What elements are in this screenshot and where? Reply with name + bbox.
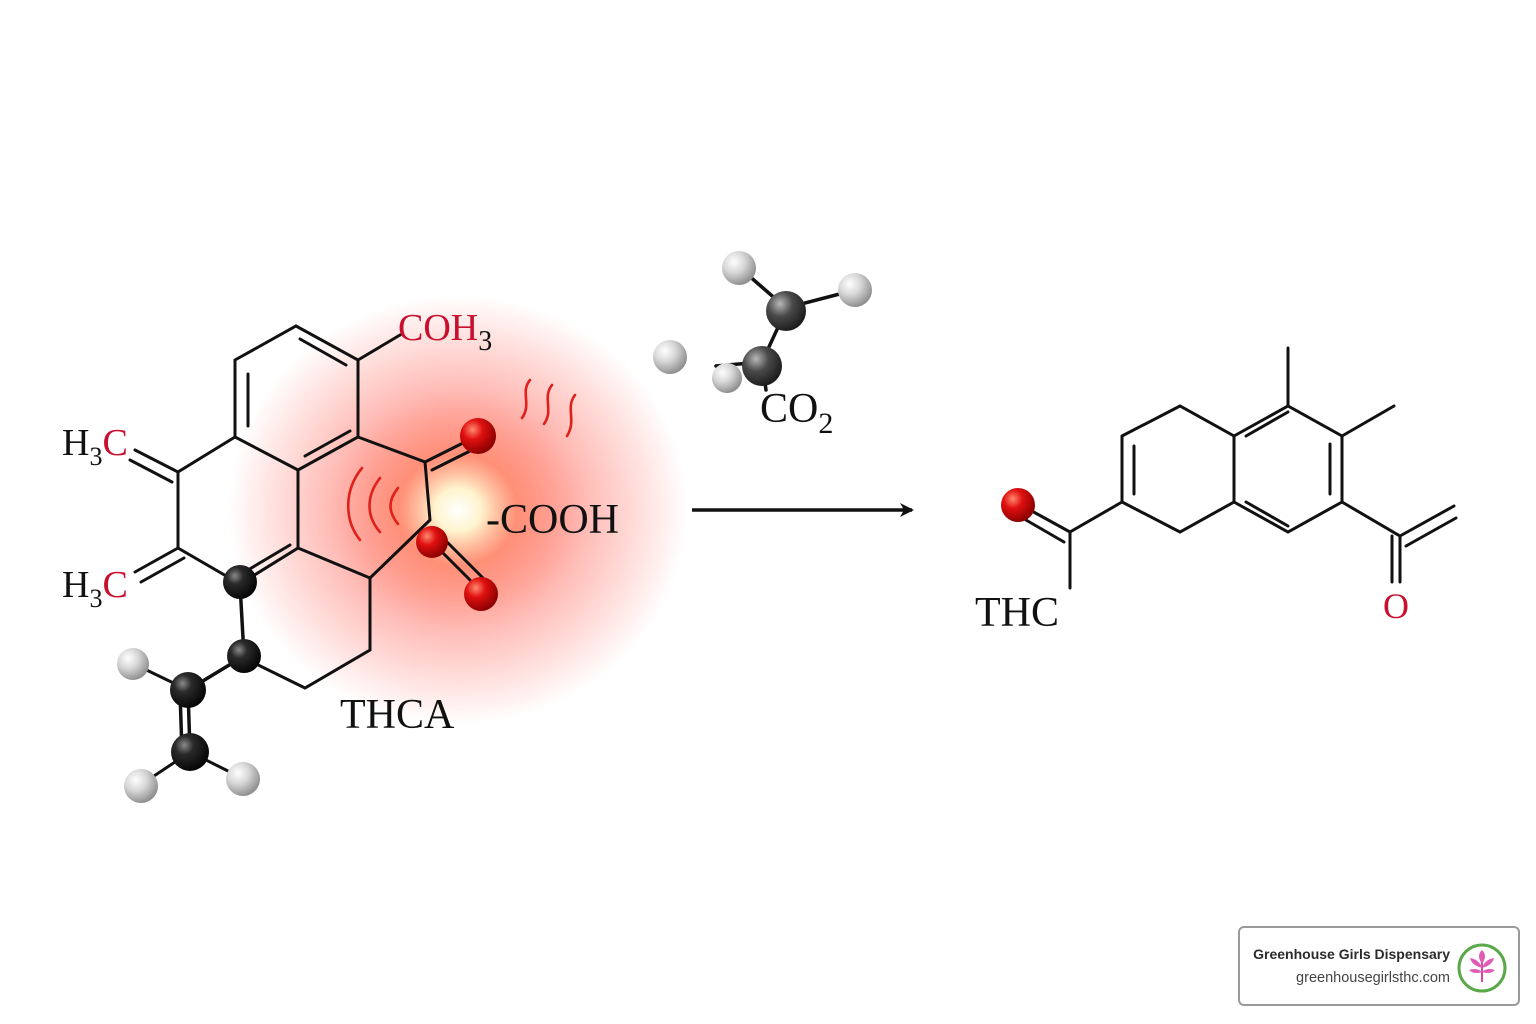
cannabis-leaf-logo-icon xyxy=(1457,943,1507,993)
methyl-lower-bond xyxy=(133,546,180,574)
co2-label: CO2 xyxy=(760,386,833,440)
thc-label: THC xyxy=(975,590,1059,636)
carbon-atom xyxy=(171,733,209,771)
heat-glow xyxy=(228,295,688,725)
side-chain-bonds xyxy=(186,582,246,754)
hydrogen-atom xyxy=(117,648,149,680)
hydrogen-atom xyxy=(653,340,687,374)
dispensary-name: Greenhouse Girls Dispensary xyxy=(1253,946,1450,962)
methyl-lower-label: H3C xyxy=(62,564,128,613)
methyl-upper-bond xyxy=(133,448,180,474)
dispensary-watermark: Greenhouse Girls Dispensary greenhousegi… xyxy=(1238,926,1520,1006)
oxygen-atom xyxy=(1001,488,1035,522)
co2-molecule: CO2 xyxy=(653,251,872,440)
hydrogen-atom xyxy=(226,762,260,796)
coh3-label: COH3 xyxy=(398,307,492,357)
hydrogen-atom xyxy=(722,251,756,285)
thca-label: THCA xyxy=(340,692,455,738)
hydrogen-atom xyxy=(712,363,742,393)
dispensary-url: greenhousegirlsthc.com xyxy=(1296,970,1450,986)
carbon-atom xyxy=(742,346,782,386)
heat-wave-marks xyxy=(346,378,577,542)
methyl-lower-bond-2 xyxy=(139,556,186,584)
thca-molecule: COH3 H3C H3C -COOH THCA xyxy=(62,295,688,803)
hydrogen-atom xyxy=(124,769,158,803)
carbon-atom xyxy=(223,565,257,599)
carboxyl-group-label: -COOH xyxy=(486,497,619,543)
carbon-atom xyxy=(227,639,261,673)
thca-left-ring xyxy=(176,435,300,586)
coh3-bond xyxy=(356,333,402,362)
methyl-upper-label: H3C xyxy=(62,422,128,471)
oxygen-atom xyxy=(464,577,498,611)
oxygen-atom xyxy=(416,526,448,558)
carbon-atom xyxy=(766,291,806,331)
oxygen-label: O xyxy=(1383,586,1409,626)
carbon-atom xyxy=(170,672,206,708)
oxygen-atom xyxy=(460,418,496,454)
methyl-upper-bond-2 xyxy=(128,458,174,484)
hydrogen-atom xyxy=(838,273,872,307)
thc-molecule: THC O xyxy=(975,346,1458,636)
